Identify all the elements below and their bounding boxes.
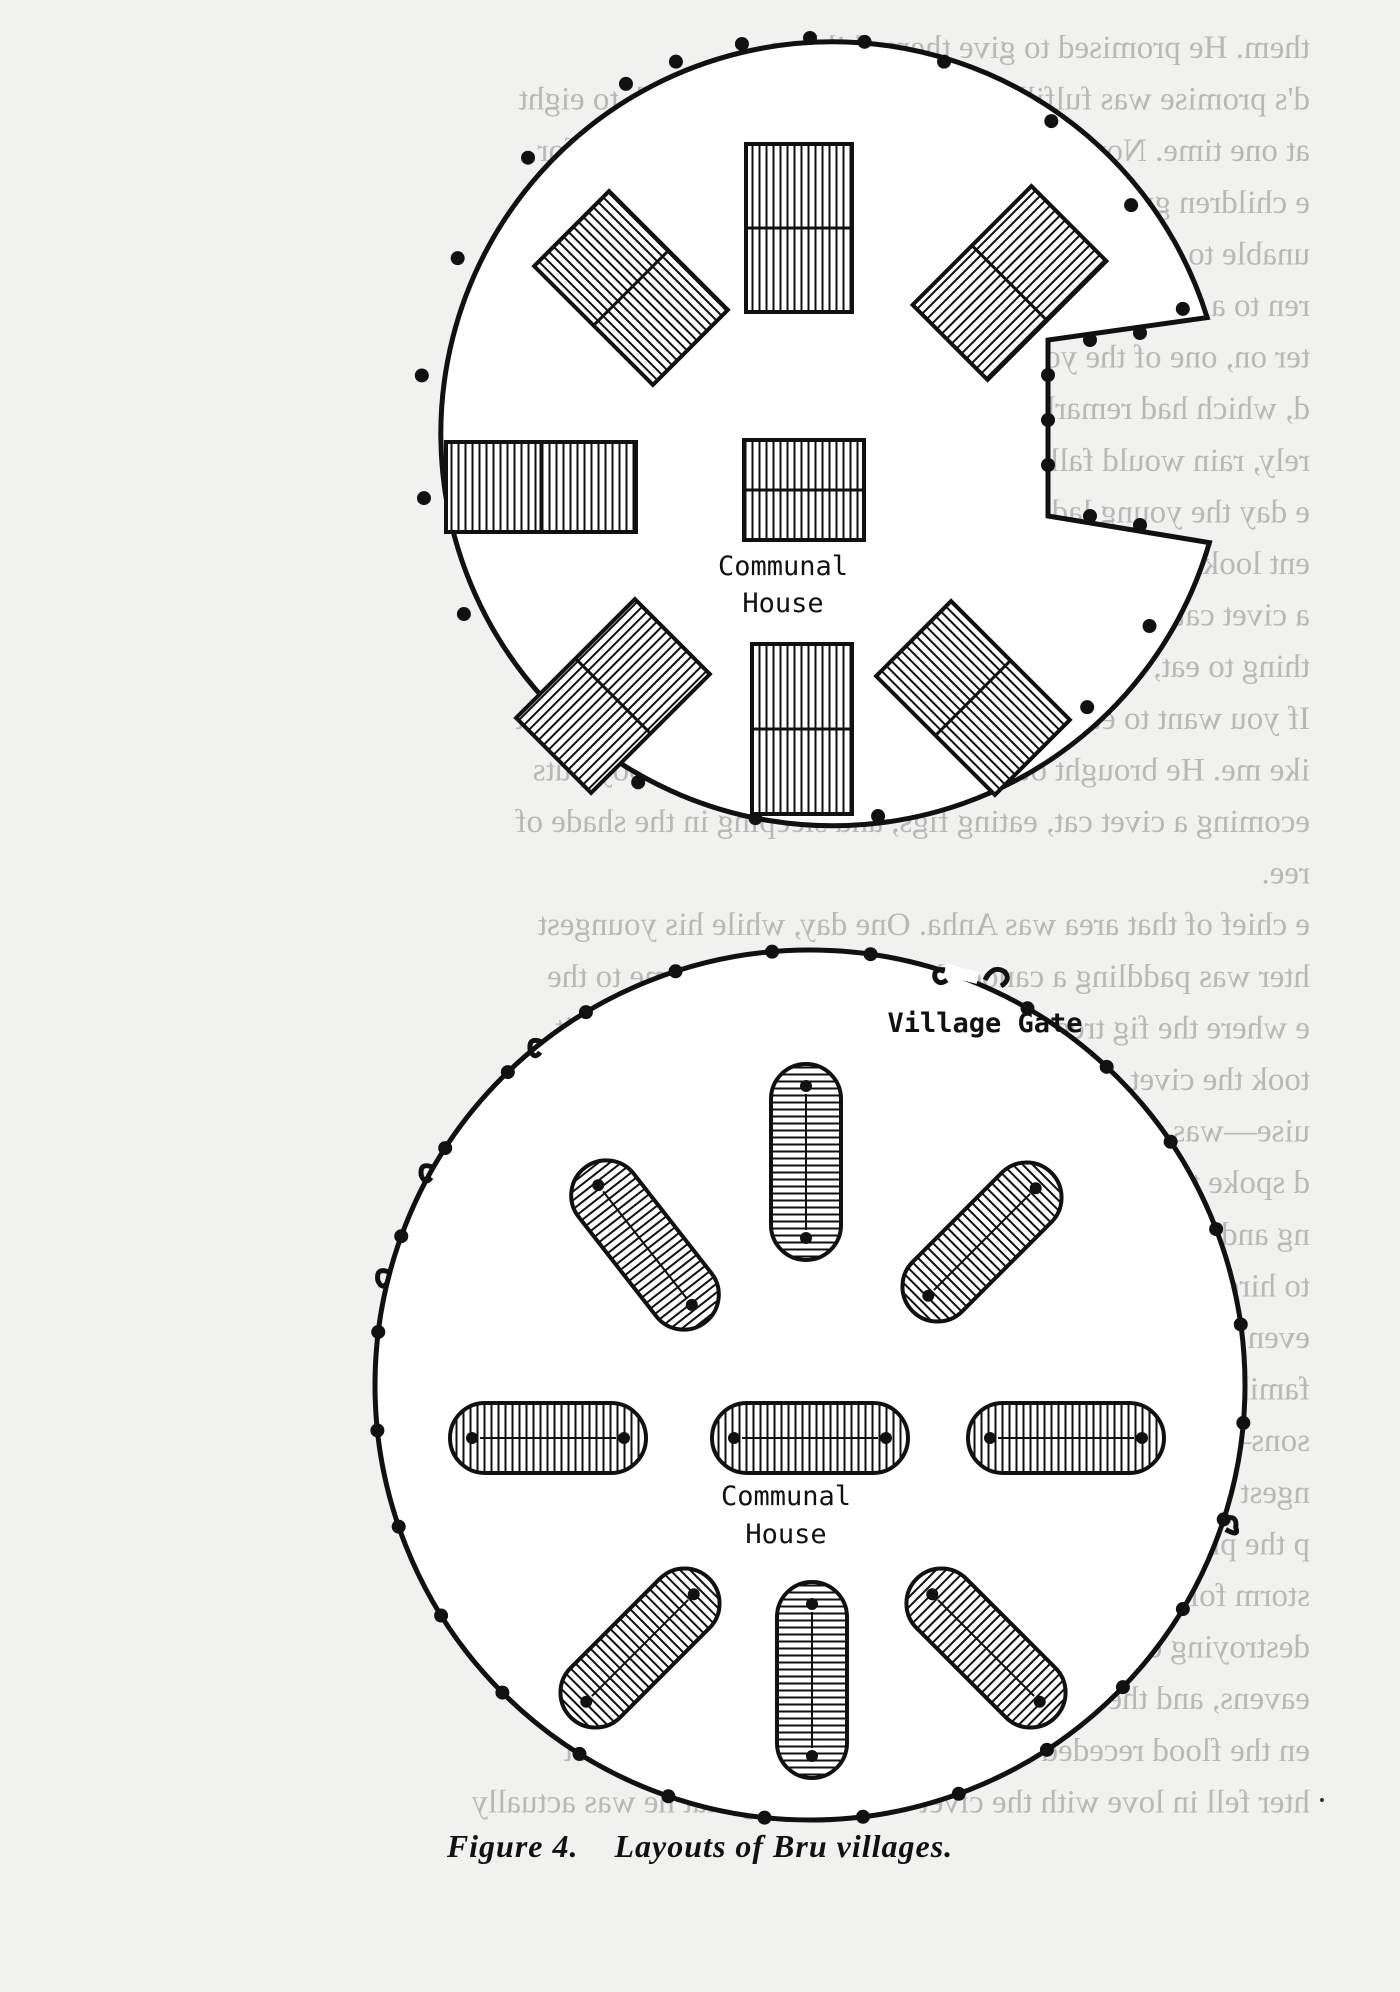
fence-post	[495, 1685, 510, 1700]
village-2-longhouse-sw	[558, 1566, 722, 1730]
village-2-communal-label-line-1: Communal	[721, 1481, 851, 1512]
village-1-longhouse-sw	[513, 596, 713, 796]
fence-post	[1041, 368, 1055, 382]
village-1-longhouse-n	[744, 142, 854, 314]
fence-post	[414, 368, 429, 383]
fence-post	[371, 1324, 386, 1339]
fence-post	[1175, 1602, 1190, 1617]
fence-post	[668, 964, 683, 979]
fence-hook	[527, 1037, 544, 1059]
fence-post	[1133, 518, 1147, 532]
village-2-longhouse-e	[966, 1401, 1166, 1475]
village-gate-label: Village Gate	[887, 1008, 1082, 1039]
village-1-longhouse-s	[750, 642, 854, 816]
fence-post	[1083, 509, 1097, 523]
village-2-fence-hooks	[375, 1037, 1240, 1536]
fence-post	[1039, 1742, 1054, 1757]
fence-post	[1236, 1415, 1251, 1430]
village-1-longhouses	[444, 142, 1110, 816]
fence-post	[1041, 413, 1055, 427]
fence-post	[1175, 301, 1190, 316]
village-1-longhouse-ne	[909, 183, 1110, 383]
fence-post	[416, 491, 431, 506]
fence-post	[456, 607, 471, 622]
village-2-longhouse-w	[448, 1401, 648, 1475]
village-2-fence-posts	[370, 944, 1251, 1825]
fence-post	[572, 1746, 587, 1761]
village-2-communal-label-line-2: House	[745, 1519, 826, 1550]
fence-post	[1044, 114, 1059, 129]
fence-post	[1163, 1134, 1178, 1149]
fence-post	[757, 1810, 772, 1825]
fence-post	[1041, 458, 1055, 472]
fence-post	[668, 54, 683, 69]
village-1-communal-label-line-1: Communal	[718, 551, 848, 582]
fence-post	[450, 251, 465, 266]
village-2-longhouse-nw	[569, 1158, 721, 1332]
fence-post	[521, 150, 536, 165]
village-1-communal-house	[742, 438, 866, 542]
fence-post	[803, 31, 817, 45]
fence-post	[1133, 326, 1147, 340]
figure-number: Figure 4.	[446, 1828, 579, 1864]
fence-post	[1124, 198, 1139, 213]
fence-post	[1099, 1059, 1114, 1074]
fence-hook	[418, 1163, 435, 1184]
fence-post	[618, 76, 633, 91]
village-1-communal-label-line-2: House	[742, 588, 823, 619]
fence-post	[578, 1005, 593, 1020]
fence-post	[857, 34, 872, 49]
fence-post	[500, 1065, 515, 1080]
village-gate-opening	[943, 963, 980, 984]
village-gate-hook-left	[932, 967, 949, 986]
village-1-fence-posts	[414, 31, 1190, 826]
fence-post	[1209, 1222, 1224, 1237]
fence-post	[394, 1229, 409, 1244]
fence-post	[1080, 700, 1095, 715]
fence-post	[1115, 1680, 1130, 1695]
fence-post	[661, 1789, 676, 1804]
village-1: Communal House	[414, 31, 1213, 829]
village-1-longhouse-nw	[531, 188, 731, 388]
village-2-longhouses	[448, 1062, 1166, 1780]
fence-post	[1233, 1317, 1248, 1332]
village-2-longhouse-s	[775, 1580, 849, 1780]
fence-post	[734, 36, 749, 51]
village-1-longhouse-se	[873, 598, 1073, 798]
village-2-longhouse-c	[710, 1401, 910, 1475]
fence-post	[1020, 1001, 1035, 1016]
fence-post	[951, 1786, 966, 1801]
village-2-longhouse-se	[904, 1566, 1068, 1730]
village-2: Village Gate Communal House	[370, 944, 1251, 1825]
fence-post	[856, 1809, 871, 1824]
fence-post	[370, 1423, 385, 1438]
fence-hook	[375, 1268, 391, 1289]
figure-title: Layouts of Bru villages.	[614, 1828, 954, 1864]
village-1-longhouse-w	[444, 440, 638, 534]
figure-caption: Figure 4. Layouts of Bru villages.	[0, 1828, 1400, 1865]
fence-post	[863, 947, 878, 962]
village-2-longhouse-n	[769, 1062, 843, 1262]
page-speck	[1320, 1798, 1324, 1802]
fence-post	[631, 775, 646, 790]
village-2-longhouse-ne	[900, 1160, 1064, 1324]
fence-post	[438, 1141, 453, 1156]
fence-post	[1083, 333, 1097, 347]
fence-post	[434, 1608, 449, 1623]
fence-post	[937, 54, 952, 69]
village-gate-hook-right	[982, 966, 1010, 989]
fence-post	[1142, 619, 1157, 633]
fence-post	[765, 944, 780, 959]
fence-hook	[1222, 1515, 1240, 1536]
fence-post	[391, 1519, 406, 1534]
fence-post	[871, 809, 886, 824]
